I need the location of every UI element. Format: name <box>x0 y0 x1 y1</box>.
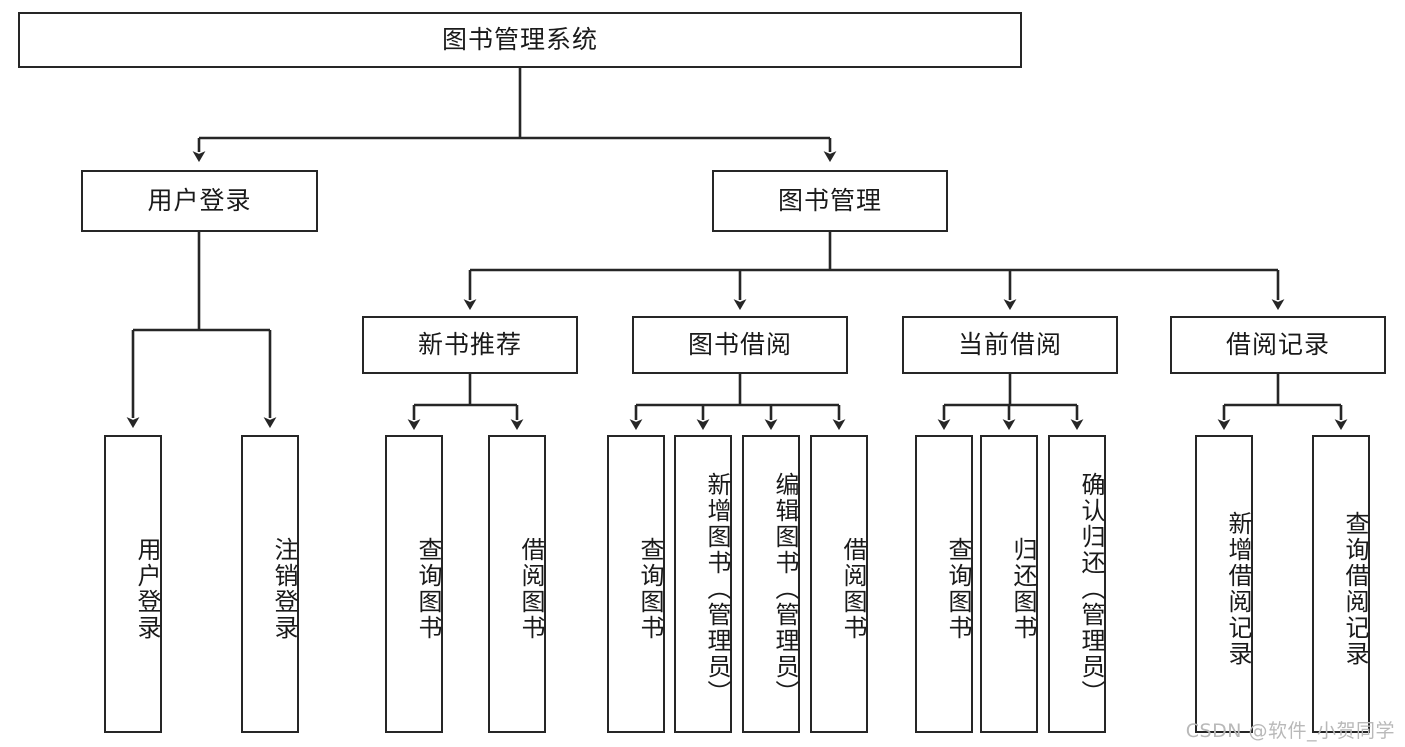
node-leaf-borrow-edit-book[interactable]: 编辑图书（管理员） <box>742 435 800 733</box>
node-borrow-record[interactable]: 借阅记录 <box>1170 316 1386 374</box>
node-leaf-recommend-query-book[interactable]: 查询图书 <box>385 435 443 733</box>
node-current-borrow-label: 当前借阅 <box>957 330 1062 360</box>
node-leaf-borrow-add-book-label: 新增图书（管理员） <box>703 472 731 706</box>
node-leaf-record-add-label: 新增借阅记录 <box>1224 511 1252 667</box>
node-borrow-record-label: 借阅记录 <box>1225 330 1330 360</box>
node-leaf-logout[interactable]: 注销登录 <box>241 435 299 733</box>
node-user-login-label: 用户登录 <box>147 186 252 216</box>
node-leaf-current-return-book-label: 归还图书 <box>1009 537 1037 641</box>
node-book-borrow-label: 图书借阅 <box>687 330 792 360</box>
node-root[interactable]: 图书管理系统 <box>18 12 1022 68</box>
node-current-borrow[interactable]: 当前借阅 <box>902 316 1118 374</box>
node-leaf-current-query-book[interactable]: 查询图书 <box>915 435 973 733</box>
node-new-book-recommend[interactable]: 新书推荐 <box>362 316 578 374</box>
node-leaf-borrow-borrow-book[interactable]: 借阅图书 <box>810 435 868 733</box>
node-leaf-record-search-label: 查询借阅记录 <box>1341 511 1369 667</box>
node-book-manage-label: 图书管理 <box>777 186 882 216</box>
node-leaf-current-return-book[interactable]: 归还图书 <box>980 435 1038 733</box>
node-leaf-user-login-label: 用户登录 <box>133 537 161 641</box>
node-leaf-current-confirm-return[interactable]: 确认归还（管理员） <box>1048 435 1106 733</box>
node-leaf-recommend-query-book-label: 查询图书 <box>414 537 442 641</box>
node-leaf-current-confirm-return-label: 确认归还（管理员） <box>1077 472 1105 706</box>
node-leaf-record-search[interactable]: 查询借阅记录 <box>1312 435 1370 733</box>
node-leaf-borrow-borrow-book-label: 借阅图书 <box>839 537 867 641</box>
node-root-label: 图书管理系统 <box>441 25 598 55</box>
node-book-manage[interactable]: 图书管理 <box>712 170 948 232</box>
csdn-watermark: CSDN @软件_小贺同学 <box>1185 720 1395 742</box>
node-leaf-recommend-borrow-book-label: 借阅图书 <box>517 537 545 641</box>
node-leaf-user-login[interactable]: 用户登录 <box>104 435 162 733</box>
node-user-login[interactable]: 用户登录 <box>81 170 318 232</box>
node-leaf-borrow-query-book-label: 查询图书 <box>636 537 664 641</box>
node-leaf-recommend-borrow-book[interactable]: 借阅图书 <box>488 435 546 733</box>
node-leaf-logout-label: 注销登录 <box>270 537 298 641</box>
node-new-book-recommend-label: 新书推荐 <box>417 330 522 360</box>
node-leaf-record-add[interactable]: 新增借阅记录 <box>1195 435 1253 733</box>
node-leaf-borrow-query-book[interactable]: 查询图书 <box>607 435 665 733</box>
node-leaf-borrow-add-book[interactable]: 新增图书（管理员） <box>674 435 732 733</box>
node-leaf-borrow-edit-book-label: 编辑图书（管理员） <box>771 472 799 706</box>
node-leaf-current-query-book-label: 查询图书 <box>944 537 972 641</box>
node-book-borrow[interactable]: 图书借阅 <box>632 316 848 374</box>
